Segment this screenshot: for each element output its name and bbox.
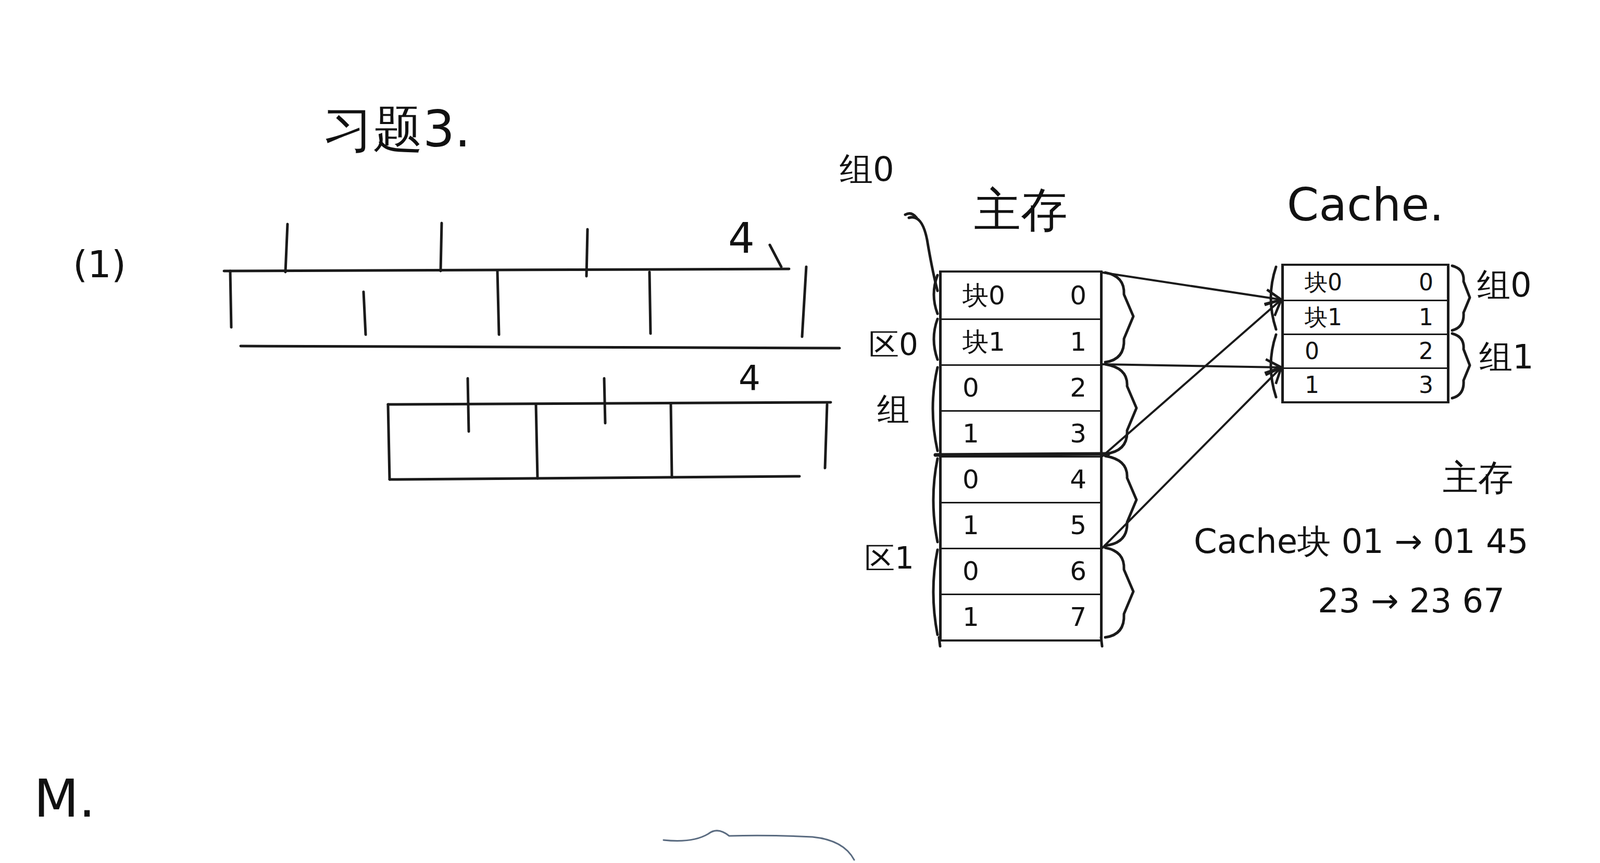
memory-column: 主存块00块11021304150617 (939, 270, 1103, 642)
leader-line (908, 217, 938, 291)
group-label: 组1 (1479, 338, 1534, 375)
block-name: 0 (962, 373, 980, 403)
group-bracket (933, 318, 938, 360)
block-row: 17 (941, 593, 1100, 640)
leader-line (905, 213, 917, 218)
mapping-note: 23 → 23 67 (1317, 582, 1505, 619)
callout-label: 组0 (839, 151, 895, 188)
block-row: 13 (1283, 367, 1447, 402)
block-row: 块1 1 (941, 318, 1100, 365)
memory-column: Cache.块00块110213 (1281, 263, 1450, 404)
field-width: 4 (738, 359, 761, 398)
block-name: 1 (962, 510, 980, 540)
mapping-heading: 主存 (1442, 458, 1514, 498)
bar-divider (230, 270, 232, 328)
bar-outline (389, 476, 800, 480)
column-heading: Cache. (1286, 179, 1445, 231)
bar-outline (223, 268, 790, 271)
group-brace (1105, 272, 1134, 362)
bar-divider (670, 404, 672, 478)
mapping-arrow (1102, 272, 1282, 300)
bar-outline (240, 345, 840, 348)
block-row: 02 (941, 364, 1100, 410)
block-number: 6 (1069, 556, 1087, 586)
bar-divider (535, 404, 538, 479)
block-row: 15 (941, 501, 1100, 548)
block-number: 2 (1069, 373, 1087, 403)
block-number: 1 (1418, 304, 1434, 330)
group-brace (1105, 547, 1134, 637)
block-row: 13 (941, 409, 1100, 456)
region-label: 区0 (868, 328, 919, 362)
block-number: 7 (1069, 602, 1087, 632)
block-row: 块0 0 (941, 272, 1100, 319)
group-brace (1452, 265, 1470, 331)
group-bracket (933, 458, 938, 542)
field-tick (467, 378, 469, 432)
block-number: 4 (1069, 465, 1087, 494)
bar-divider (363, 291, 366, 335)
block-row: 块0 0 (1283, 265, 1447, 300)
pen-stroke (663, 830, 855, 860)
block-name: 0 (962, 556, 980, 586)
block-name: 1 (1304, 372, 1320, 398)
block-number: 0 (1069, 281, 1087, 310)
block-number: 3 (1069, 419, 1087, 448)
field-tick (285, 223, 288, 272)
field-width: 4 (728, 215, 755, 262)
block-name: 块0 (1304, 269, 1343, 295)
block-row: 块1 1 (1283, 299, 1447, 334)
field-tick (440, 222, 442, 271)
group-brace (1105, 455, 1137, 546)
field-tick (586, 229, 588, 277)
block-name: 0 (962, 465, 980, 494)
mapping-arrow (1102, 299, 1282, 456)
block-name: 块0 (962, 281, 1006, 310)
block-name: 0 (1304, 338, 1320, 364)
part-number: (1) (72, 243, 127, 285)
bar-divider (497, 270, 499, 335)
bar-divider (802, 266, 807, 337)
bar-divider (649, 271, 651, 334)
group-label: 组0 (1477, 266, 1532, 304)
block-number: 2 (1418, 338, 1434, 364)
block-row: 04 (941, 455, 1100, 502)
part-number: M. (33, 769, 96, 828)
region-label: 区1 (864, 541, 915, 575)
bar-outline (388, 402, 831, 405)
region-divider (935, 453, 1109, 455)
group-brace (1452, 333, 1470, 398)
column-heading: 主存 (973, 183, 1068, 236)
block-number: 3 (1418, 372, 1434, 398)
block-row: 06 (941, 547, 1100, 594)
mapping-note: Cache块 01 → 01 45 (1193, 522, 1529, 560)
field-tick (604, 378, 606, 423)
block-number: 5 (1069, 510, 1087, 540)
group-label: 组 (877, 391, 910, 428)
group-bracket (933, 549, 938, 635)
block-row: 02 (1283, 333, 1447, 368)
block-name: 1 (962, 602, 980, 632)
block-name: 块1 (962, 327, 1006, 357)
block-name: 块1 (1304, 304, 1343, 330)
field-tick (769, 244, 782, 267)
bar-divider (825, 404, 828, 468)
title: 习题3. (322, 102, 471, 158)
mapping-arrow (1102, 367, 1282, 548)
mapping-arrow (1102, 364, 1282, 368)
group-bracket (1270, 334, 1277, 397)
block-number: 1 (1069, 327, 1087, 357)
block-name: 1 (962, 419, 980, 448)
bar-divider (388, 404, 390, 480)
block-number: 0 (1418, 269, 1434, 295)
group-bracket (932, 367, 938, 451)
